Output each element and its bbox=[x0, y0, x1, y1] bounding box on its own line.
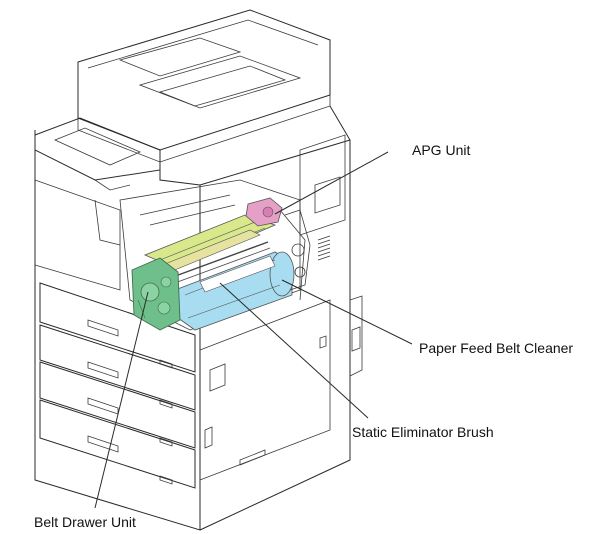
front-panel bbox=[34, 179, 121, 291]
belt-drawer-unit-part bbox=[131, 257, 181, 331]
label-paper-feed-belt-cleaner: Paper Feed Belt Cleaner bbox=[419, 340, 573, 356]
leader-apg-unit bbox=[274, 151, 389, 215]
inner-frame bbox=[119, 179, 306, 331]
printer-illustration bbox=[34, 9, 363, 531]
static-eliminator-brush-part bbox=[169, 241, 271, 285]
control-panel bbox=[34, 117, 161, 191]
vent-grille bbox=[317, 235, 331, 261]
label-apg-unit: APG Unit bbox=[412, 142, 470, 158]
paper-feed-belt-cleaner-part bbox=[174, 251, 295, 331]
callout-lines bbox=[94, 151, 413, 509]
label-belt-drawer-unit: Belt Drawer Unit bbox=[34, 514, 136, 530]
leader-paper-feed-belt-cleaner bbox=[281, 279, 413, 345]
lower-cabinet bbox=[199, 299, 331, 481]
leader-belt-drawer-unit bbox=[94, 291, 149, 509]
side-mechanism bbox=[284, 209, 311, 291]
leader-static-eliminator-brush bbox=[219, 282, 369, 419]
main-body bbox=[34, 105, 363, 531]
apg-unit-part bbox=[245, 197, 283, 227]
document-feeder bbox=[77, 9, 331, 163]
label-static-eliminator-brush: Static Eliminator Brush bbox=[352, 424, 494, 440]
belt-frame bbox=[143, 214, 277, 277]
